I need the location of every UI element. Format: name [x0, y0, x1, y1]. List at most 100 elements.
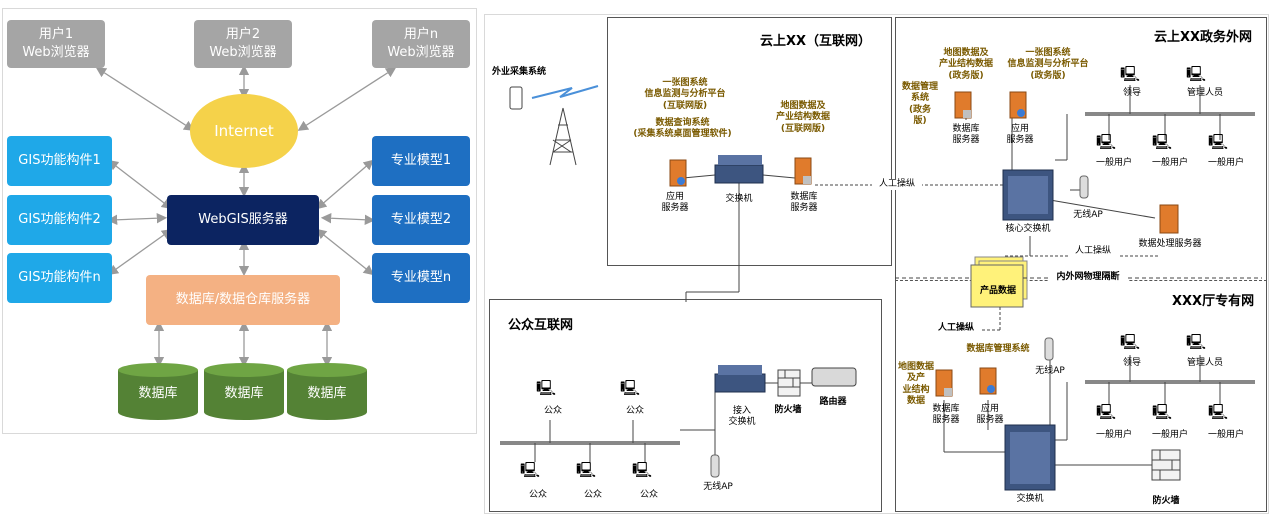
user1-browser-box: 用户1 Web浏览器 — [7, 20, 105, 68]
arrow-gis2-webgis — [106, 213, 168, 225]
field-collection-label: 外业采集系统 — [491, 67, 546, 77]
gov-general-user-label-3: 一般用户 — [1207, 158, 1244, 168]
public-computer-icon-5: 🖳 — [632, 461, 653, 479]
gov-db-mgmt-label: 数据管理 系统 (政务 版) — [901, 82, 938, 126]
dept-core-switch-icon — [1004, 424, 1056, 491]
gov-manager-label: 管理人员 — [1186, 88, 1223, 98]
public-internet-title: 公众互联网 — [508, 318, 574, 333]
gov-user-computer-icon-1: 🖳 — [1096, 133, 1117, 151]
gov-extranet-section — [895, 17, 1267, 280]
dept-app-server-icon — [979, 367, 997, 395]
cloud-internet-section — [607, 17, 892, 266]
dept-manager-label: 管理人员 — [1186, 358, 1223, 368]
cloud-switch-label: 交换机 — [725, 194, 753, 204]
database-cylinder-3: 数据库 — [287, 362, 367, 420]
access-switch-label: 接入 交换机 — [728, 406, 756, 428]
professional-model-2: 专业模型2 — [372, 195, 470, 245]
dept-db-server-icon — [935, 369, 953, 397]
webgis-server-box: WebGIS服务器 — [167, 195, 319, 245]
left-architecture-panel — [2, 8, 477, 434]
gov-extranet-title: 云上XX政务外网 — [1154, 30, 1253, 45]
public-firewall-label: 防火墙 — [774, 405, 802, 415]
gov-wireless-ap-icon — [1079, 175, 1089, 199]
dept-db-mgmt-label: 数据库管理系统 — [966, 344, 1030, 354]
cloud-switch-icon — [714, 155, 764, 184]
gov-app-server-label: 应用 服务器 — [1006, 124, 1034, 146]
arrow-model2-webgis — [320, 213, 376, 225]
dept-user-computer-icon-2: 🖳 — [1152, 403, 1173, 421]
public-wireless-ap-icon — [710, 454, 720, 478]
network-topology-panel — [484, 14, 1269, 514]
professional-model-1: 专业模型1 — [372, 136, 470, 186]
public-label-1: 公众 — [543, 406, 562, 416]
cloud-db-server-label: 数据库 服务器 — [790, 192, 818, 214]
arrow-modeln-webgis — [315, 228, 375, 276]
dept-wireless-ap-icon — [1044, 337, 1054, 361]
dept-map-data-label: 地图数据及产 业结构 数据 — [897, 362, 934, 406]
manual-operation-label-2: 人工操纵 — [1068, 246, 1118, 258]
gov-core-switch-icon — [1002, 169, 1054, 221]
dept-wireless-ap-label: 无线AP — [1035, 366, 1065, 376]
gov-db-server-icon — [954, 91, 972, 119]
dept-general-user-label-3: 一般用户 — [1207, 430, 1244, 440]
dept-app-server-label: 应用 服务器 — [976, 404, 1004, 426]
public-computer-icon-4: 🖳 — [576, 461, 597, 479]
arrow-model1-webgis — [316, 159, 374, 210]
dept-firewall-icon — [1151, 449, 1181, 481]
public-label-5: 公众 — [639, 490, 658, 500]
gov-map-data-label: 地图数据及 产业结构数据 (政务版) — [938, 48, 993, 81]
arrow-gis1-webgis — [107, 159, 173, 210]
gis-component-1: GIS功能构件1 — [7, 136, 112, 186]
database-label-1: 数据库 — [138, 386, 178, 402]
gov-general-user-label-2: 一般用户 — [1151, 158, 1188, 168]
handheld-device-icon — [509, 86, 523, 110]
database-cylinder-2: 数据库 — [204, 362, 284, 420]
database-cylinder-1: 数据库 — [118, 362, 198, 420]
cloud-internet-title: 云上XX（互联网） — [760, 34, 872, 49]
cloud-system-2-label: 数据查询系统 (采集系统桌面管理软件) — [633, 118, 732, 140]
dept-leader-computer-icon: 🖳 — [1120, 333, 1141, 351]
signal-tower-icon — [549, 107, 577, 166]
professional-model-n: 专业模型n — [372, 253, 470, 303]
public-computer-icon-3: 🖳 — [520, 461, 541, 479]
usern-browser-box: 用户n Web浏览器 — [372, 20, 470, 68]
gov-system-label: 一张图系统 信息监测与分析平台 (政务版) — [1007, 48, 1089, 81]
public-label-2: 公众 — [625, 406, 644, 416]
gov-user-computer-icon-3: 🖳 — [1208, 133, 1229, 151]
product-data-folder-icon — [970, 256, 1028, 308]
product-data-label: 产品数据 — [979, 286, 1016, 296]
physical-isolation-label: 内外网物理隔断 — [1048, 272, 1128, 284]
database-server-box: 数据库/数据仓库服务器 — [146, 275, 340, 325]
manager-computer-icon: 🖳 — [1186, 65, 1207, 83]
gov-wireless-ap-label: 无线AP — [1073, 210, 1103, 220]
gov-general-user-label-1: 一般用户 — [1095, 158, 1132, 168]
gov-app-server-icon — [1009, 91, 1027, 119]
public-wireless-ap-label: 无线AP — [703, 482, 733, 492]
public-label-4: 公众 — [583, 490, 602, 500]
dept-switch-label: 交换机 — [1016, 494, 1044, 504]
dept-firewall-label: 防火墙 — [1152, 496, 1180, 506]
router-label: 路由器 — [819, 397, 847, 407]
public-firewall-icon — [777, 369, 801, 397]
database-label-3: 数据库 — [307, 386, 347, 402]
cloud-app-server-label: 应用 服务器 — [661, 192, 689, 214]
dept-private-network-title: XXX厅专有网 — [1172, 294, 1255, 309]
cloud-system-1-label: 一张图系统 信息监测与分析平台 (互联网版) — [644, 78, 726, 111]
dept-user-computer-icon-3: 🖳 — [1208, 403, 1229, 421]
gov-user-computer-icon-2: 🖳 — [1152, 133, 1173, 151]
gov-db-server-label: 数据库 服务器 — [952, 124, 980, 146]
data-processing-server-label: 数据处理服务器 — [1138, 239, 1202, 249]
database-label-2: 数据库 — [224, 386, 264, 402]
public-computer-icon-2: 🖳 — [620, 379, 641, 397]
public-access-switch-icon — [714, 365, 766, 393]
cloud-app-server-icon — [669, 159, 687, 187]
gis-component-2: GIS功能构件2 — [7, 195, 112, 245]
gov-data-processing-server-icon — [1159, 204, 1179, 234]
dept-leader-label: 领导 — [1122, 358, 1141, 368]
gov-core-switch-label: 核心交换机 — [1005, 224, 1051, 234]
dept-user-computer-icon-1: 🖳 — [1096, 403, 1117, 421]
wireless-signal-icon — [531, 85, 599, 99]
public-label-3: 公众 — [528, 490, 547, 500]
